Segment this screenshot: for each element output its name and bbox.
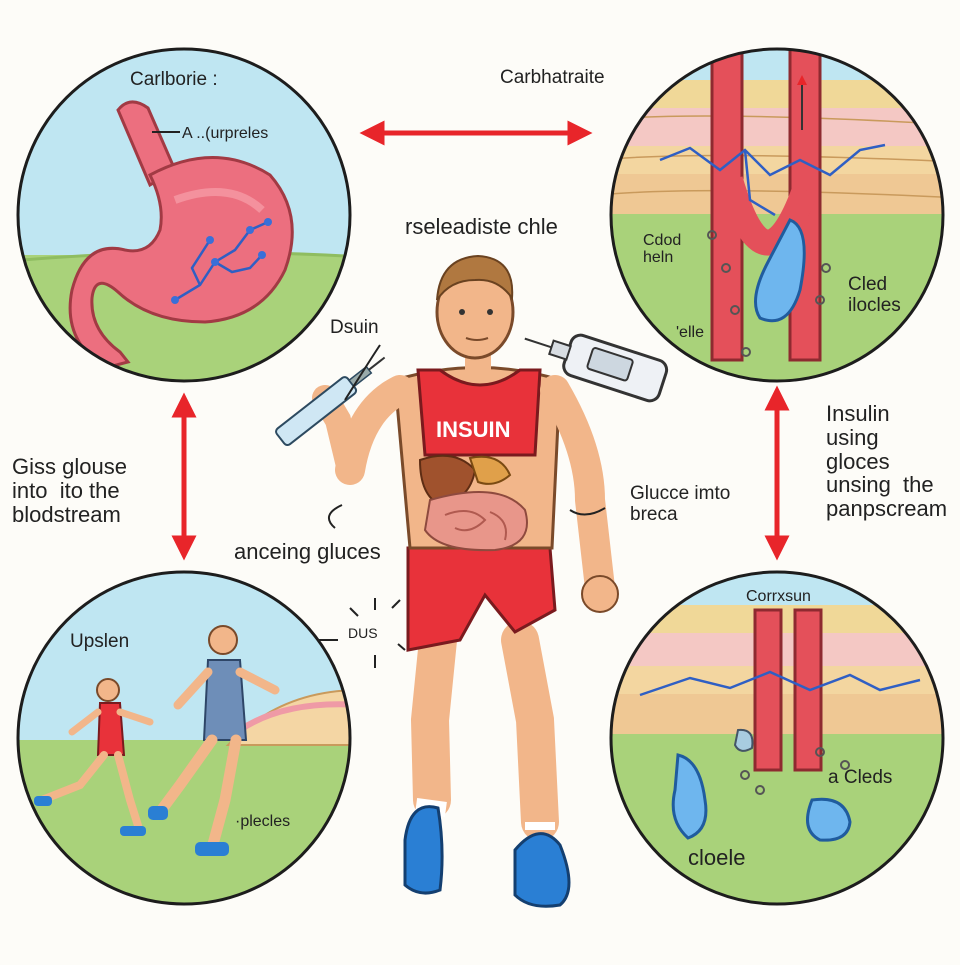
left-side-text: Giss glouse into ito the blodstream xyxy=(12,454,127,527)
left-shoe xyxy=(403,805,444,895)
glucose-meter xyxy=(524,333,669,403)
bottom-left-pieces: ·plecles xyxy=(235,813,291,830)
blue-cell-top xyxy=(754,218,806,323)
esophagus-shape xyxy=(116,100,177,188)
dus-label: DUS xyxy=(348,625,378,641)
stomach-shape xyxy=(68,156,294,370)
bottom-right-cloele: cloele xyxy=(688,845,746,870)
bottom-right-title: Corrxsun xyxy=(746,588,811,605)
top-right-selle: 'elle xyxy=(676,324,704,341)
center-title: rseleadiste chle xyxy=(405,214,558,239)
organs xyxy=(418,454,528,552)
shirt-text: INSUIN xyxy=(436,417,511,442)
stomach-title: Carlborie : xyxy=(130,69,218,90)
bottom-right-cleds: a Cleds xyxy=(828,767,893,788)
center-right-text: Glucce imto breca xyxy=(630,483,731,525)
insulin-label: Dsuin xyxy=(330,317,379,338)
blue-cell-right xyxy=(806,797,852,842)
stomach-note: A ..(urpreles xyxy=(182,125,269,142)
right-shoe xyxy=(513,832,571,908)
blue-cell-left xyxy=(671,753,708,840)
center-left-text: anceing gluces xyxy=(234,539,381,564)
runner-red xyxy=(34,678,154,836)
bottom-left-title: Upslen xyxy=(70,631,130,652)
burst-icon xyxy=(349,598,406,668)
runner-blue xyxy=(148,625,280,856)
tank-top xyxy=(416,368,542,457)
top-right-cled: Cled ilocles xyxy=(848,274,901,316)
runners-circle xyxy=(16,570,352,906)
top-right-cdod: Cdod heln xyxy=(643,232,682,267)
vessel-left-bottom xyxy=(753,608,783,772)
vessel-circle-top xyxy=(609,47,945,383)
top-right-title: Carbhatraite xyxy=(500,67,605,88)
vessel-circle-bottom xyxy=(609,570,945,906)
right-side-text: Insulin using gloces unsing the panpscre… xyxy=(826,401,948,521)
shorts xyxy=(406,546,557,652)
